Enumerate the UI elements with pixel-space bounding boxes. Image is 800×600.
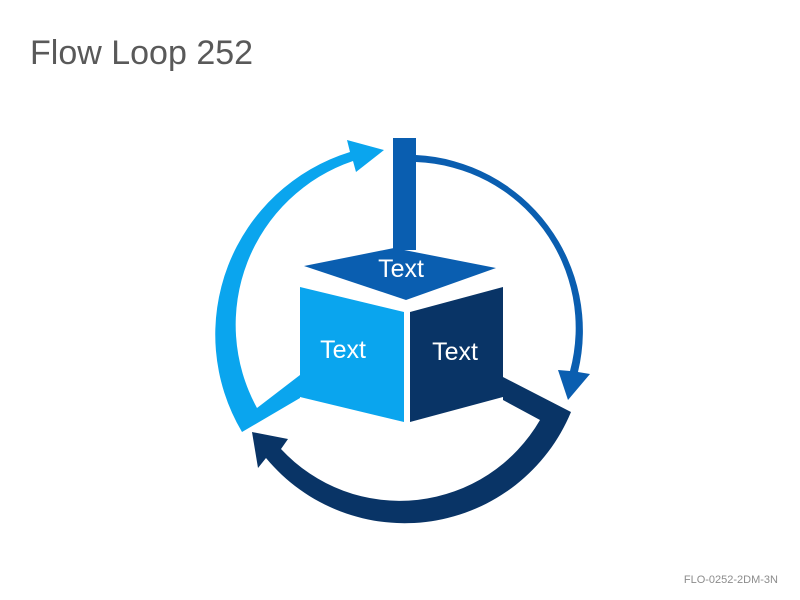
segment-label-right: Text xyxy=(432,338,478,366)
slide-code: FLO-0252-2DM-3N xyxy=(683,574,778,586)
arc-arrow-top-right xyxy=(393,138,590,400)
cube-left-face xyxy=(300,287,404,422)
slide-title: Flow Loop 252 xyxy=(30,34,254,72)
arc-arrow-left xyxy=(215,140,384,432)
segment-label-top: Text xyxy=(378,255,424,283)
arc-arrow-bottom xyxy=(252,377,571,524)
cube-right-face xyxy=(410,287,503,422)
cube-top-face xyxy=(304,248,496,300)
segment-label-left: Text xyxy=(320,336,366,364)
